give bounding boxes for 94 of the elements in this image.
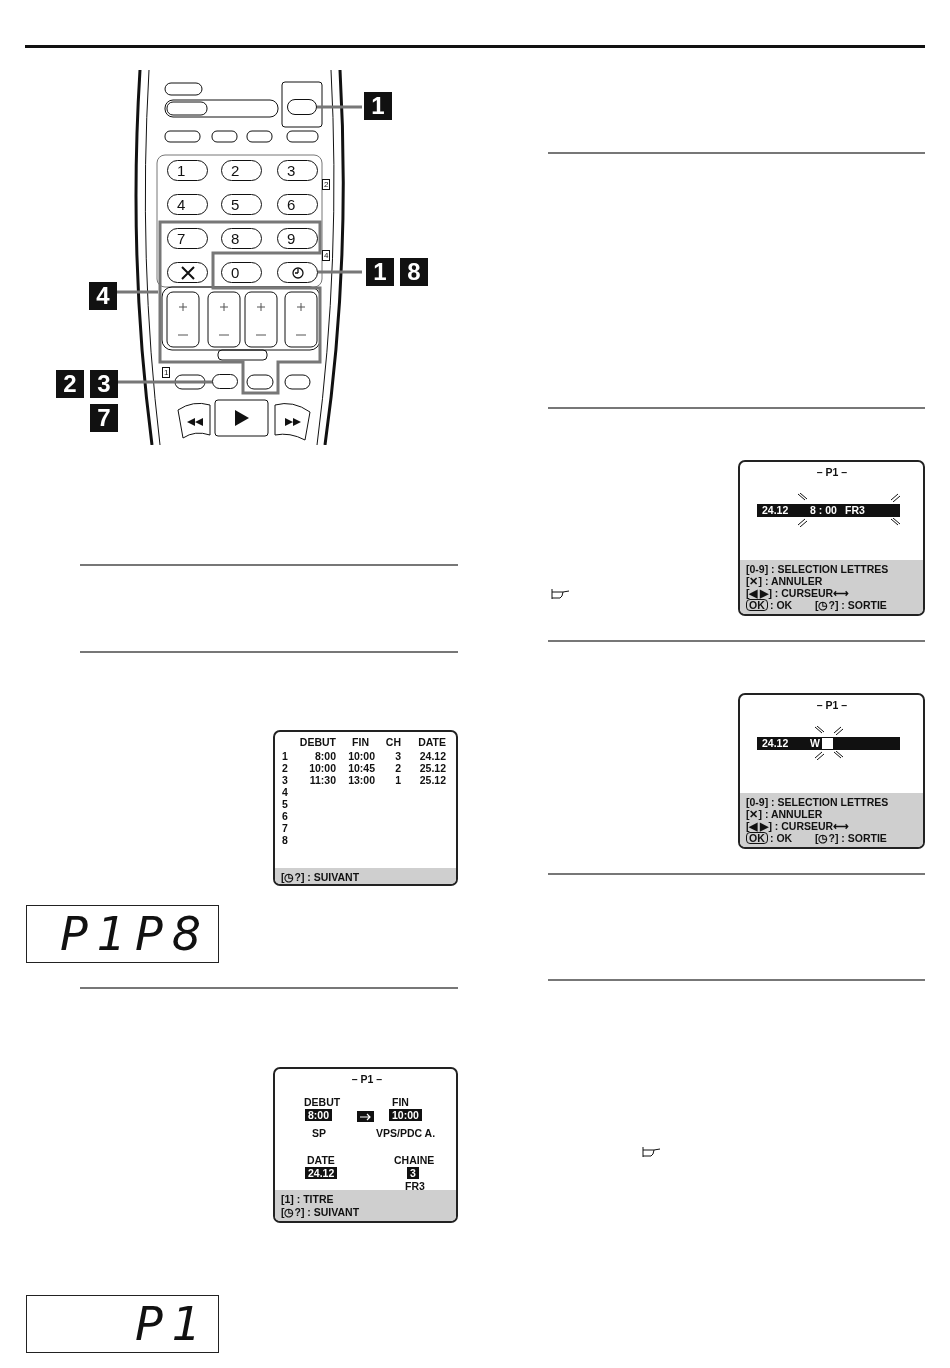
screen-hint: : OK	[770, 832, 793, 844]
bar-text: 8 : 00	[810, 504, 837, 516]
screen-text: – P1 –	[816, 466, 848, 478]
screen-text: 13:00	[348, 774, 375, 786]
lcd-display	[26, 1295, 219, 1353]
screen-hint: [0-9] : SELECTION LETTRES	[746, 563, 889, 575]
screen-hint: [✕] : ANNULER	[746, 808, 823, 820]
tv-screen	[273, 1067, 458, 1223]
highlighted-value: 24.12	[305, 1167, 338, 1179]
screen-text: 3	[282, 774, 288, 786]
screen-hint: [✕] : ANNULER	[746, 575, 823, 587]
step-number-badge: 1	[366, 258, 394, 286]
screen-text: 10:00	[309, 762, 336, 774]
screen-text: DEBUT	[304, 1096, 341, 1108]
screen-text: SP	[312, 1127, 326, 1139]
screen-text: DATE	[307, 1154, 335, 1166]
screen-text: 7	[282, 822, 288, 834]
tv-screen	[738, 693, 925, 849]
screen-hint: [◀ ▶] : CURSEUR⟷	[746, 587, 850, 599]
remote-key: 8	[221, 228, 262, 249]
screen-text: CHAINE	[394, 1154, 435, 1166]
step-number-badge: 2	[56, 370, 84, 398]
screen-text: – P1 –	[351, 1073, 383, 1085]
bar-text: FR3	[845, 504, 865, 516]
screen-text: CH	[385, 736, 401, 748]
screen-hint: [◷?] : SUIVANT	[281, 1206, 360, 1218]
screen-text: 5	[282, 798, 288, 810]
screen-hint: [0-9] : SELECTION LETTRES	[746, 796, 889, 808]
remote-key: 4	[167, 194, 208, 215]
highlighted-value: 10:00	[389, 1109, 422, 1121]
step-number-badge: 3	[90, 370, 118, 398]
screen-text: 1	[282, 750, 288, 762]
callout-number: 2	[322, 179, 331, 190]
screen-text: VPS/PDC A.	[376, 1127, 436, 1139]
tv-screen	[738, 460, 925, 616]
screen-text: DEBUT	[299, 736, 336, 748]
lcd-display	[26, 905, 219, 963]
remote-key	[277, 262, 318, 283]
screen-text: 6	[282, 810, 288, 822]
screen-text: 8	[282, 834, 288, 846]
step-number-badge: 7	[90, 404, 118, 432]
screen-text: 25.12	[419, 762, 446, 774]
screen-hint: [◷?] : SORTIE	[815, 832, 887, 844]
key-label: OK	[746, 832, 768, 844]
highlighted-value: 3	[407, 1167, 419, 1179]
step-number-badge: 1	[364, 92, 392, 120]
step-number-badge: 4	[89, 282, 117, 310]
key-label: OK	[746, 599, 768, 611]
screen-hint: : OK	[770, 599, 793, 611]
remote-key	[167, 262, 208, 283]
screen-text: 11:30	[309, 774, 336, 786]
display-readout: P1P8	[60, 909, 210, 959]
screen-text: 1	[395, 774, 401, 786]
screen-hint: [◀ ▶] : CURSEUR⟷	[746, 820, 850, 832]
remote-key: 3	[277, 160, 318, 181]
screen-text: FR3	[405, 1180, 425, 1192]
screen-text: 10:00	[348, 750, 375, 762]
screen-text: FIN	[392, 1096, 409, 1108]
remote-key: 6	[277, 194, 318, 215]
step-number-badge: 8	[400, 258, 428, 286]
screen-text: 2	[395, 762, 401, 774]
screen-hint: [◷?] : SORTIE	[815, 599, 887, 611]
display-readout: P1	[135, 1299, 210, 1349]
remote-key: 7	[167, 228, 208, 249]
remote-key	[212, 374, 238, 389]
bar-text: 24.12	[762, 504, 789, 516]
screen-text: FIN	[352, 736, 369, 748]
remote-key	[287, 99, 317, 115]
screen-text: DATE	[418, 736, 446, 748]
remote-key: 9	[277, 228, 318, 249]
remote-key: 1	[167, 160, 208, 181]
bar-text: 24.12	[762, 737, 789, 749]
screen-text: 10:45	[348, 762, 375, 774]
callout-number: 1	[162, 367, 171, 378]
screen-hint: [1] : TITRE	[281, 1193, 334, 1205]
leader-line	[118, 380, 212, 384]
screen-text: 24.12	[419, 750, 446, 762]
screen-text: 4	[282, 786, 288, 798]
highlighted-value: 8:00	[305, 1109, 332, 1121]
screen-text: – P1 –	[816, 699, 848, 711]
tv-screen	[273, 730, 458, 886]
screen-text: 2	[282, 762, 288, 774]
leader-line	[117, 290, 158, 294]
remote-key: 0	[221, 262, 262, 283]
bar-text: W	[810, 737, 820, 749]
screen-text: 3	[395, 750, 401, 762]
callout-number: 4	[322, 250, 331, 261]
screen-hint: [◷?] : SUIVANT	[281, 871, 360, 883]
remote-key: 2	[221, 160, 262, 181]
remote-key: 5	[221, 194, 262, 215]
screen-text: 25.12	[419, 774, 446, 786]
leader-line	[317, 105, 362, 109]
screen-text: 8:00	[315, 750, 336, 762]
leader-line	[318, 270, 362, 274]
